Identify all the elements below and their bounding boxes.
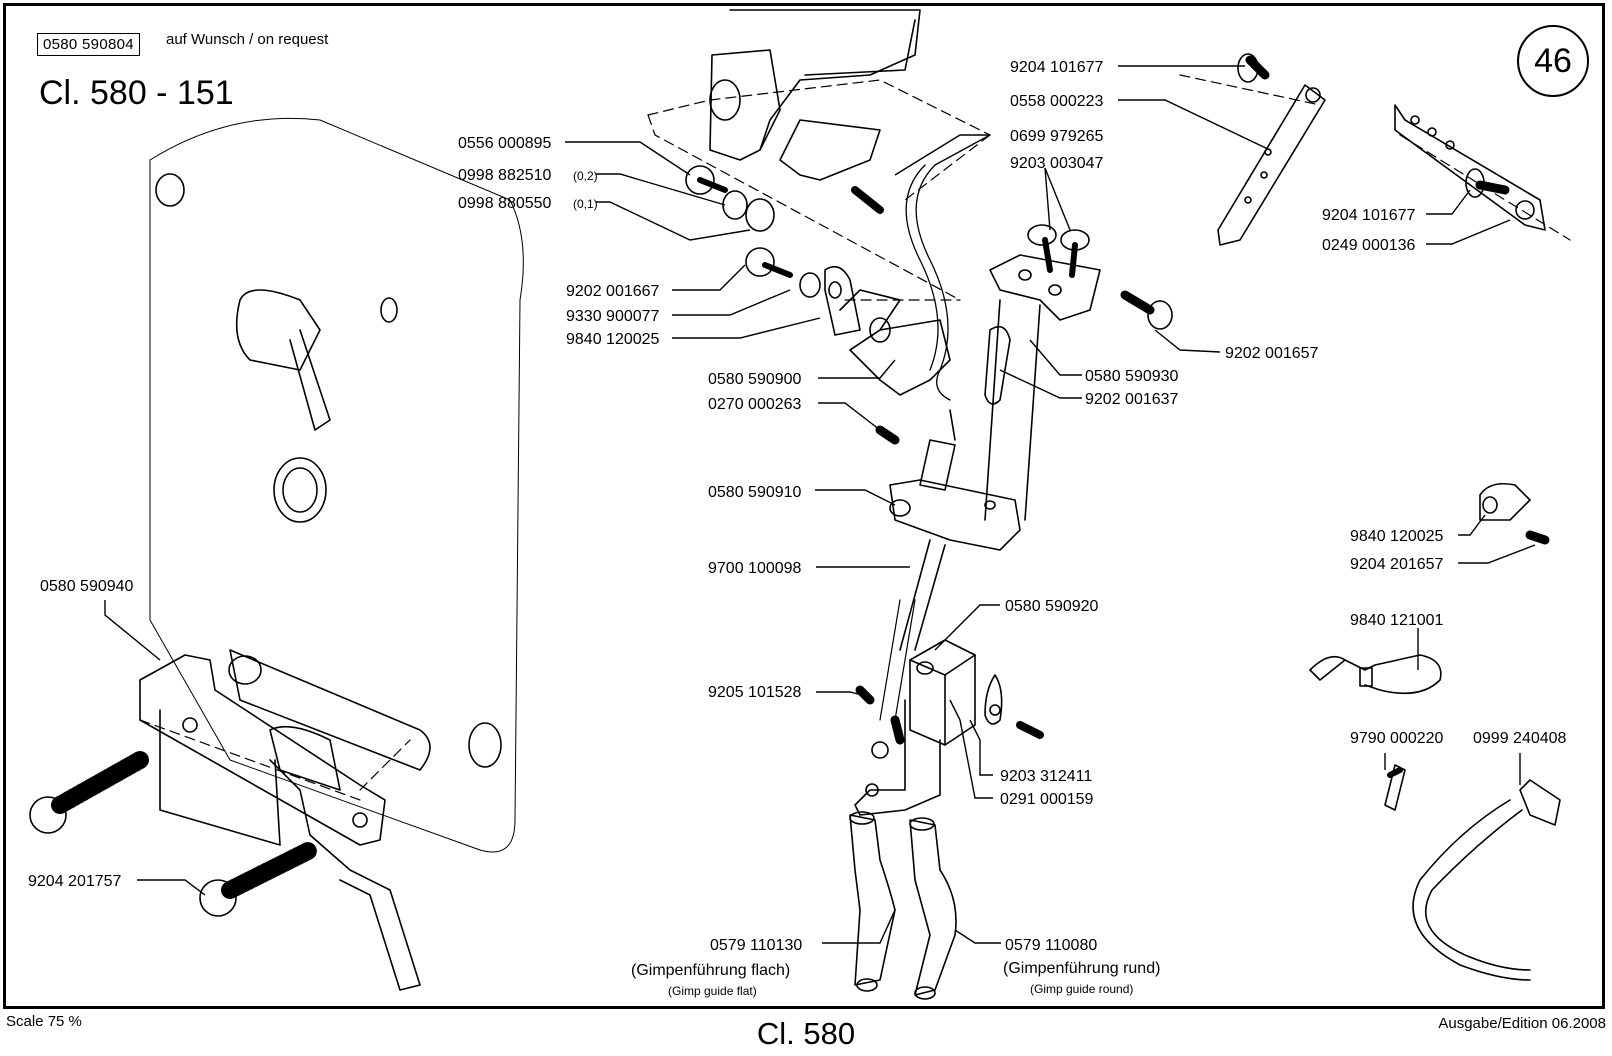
- callout-label: 9202 001637: [1085, 391, 1179, 408]
- lower-bracket: [29, 654, 421, 991]
- callout-label: 0558 000223: [1010, 93, 1104, 110]
- callout-label: 9204 101677: [1322, 207, 1416, 224]
- optional-part-code: 0580 590804: [37, 33, 140, 56]
- link-arm: [1394, 104, 1546, 231]
- callout-description-en: (Gimp guide flat): [668, 984, 757, 998]
- clamp-plate-upper: [824, 265, 861, 336]
- callout-label: 0580 590910: [708, 484, 802, 501]
- callout-description: (Gimpenführung rund): [1003, 960, 1160, 977]
- callout-label: 9840 120025: [566, 331, 660, 348]
- callout-label: 0580 590940: [40, 578, 134, 595]
- callout-label: 9204 201657: [1350, 556, 1444, 573]
- main-bracket: [779, 119, 951, 396]
- callout-label: 9203 312411: [1000, 768, 1092, 785]
- callout-label: 0580 590930: [1085, 368, 1179, 385]
- callout-label: 9202 001657: [1225, 345, 1319, 362]
- callout-label: 0699 979265: [1010, 128, 1104, 145]
- callout-label: 0579 110130: [710, 937, 802, 954]
- callout-label: 0580 590920: [1005, 598, 1099, 615]
- callout-label: 9330 900077: [566, 308, 660, 325]
- callout-label: 0249 000136: [1322, 237, 1416, 254]
- footer-model: Cl. 580: [756, 1016, 856, 1051]
- callout-label: 0579 110080: [1005, 937, 1097, 954]
- callout-label: 9840 120025: [1350, 528, 1444, 545]
- footer-edition: Ausgabe/Edition 06.2008: [1438, 1015, 1606, 1032]
- gimp-guides: [849, 811, 957, 1000]
- cable-clip: [1309, 654, 1442, 695]
- callout-labels: 9204 101677 0558 000223 0699 979265 9203…: [28, 59, 1567, 998]
- callout-label: 0998 882510: [458, 167, 552, 184]
- model-title: Cl. 580 - 151: [39, 74, 234, 112]
- hose-fitting: [1384, 764, 1561, 981]
- page-number: 46: [1517, 25, 1589, 97]
- assembly-lines: [139, 74, 1571, 801]
- callout-label: 0999 240408: [1473, 730, 1567, 747]
- callout-label: 9204 201757: [28, 873, 122, 890]
- drawing-frame: [3, 3, 1605, 1009]
- wire-harness: [905, 134, 991, 401]
- callout-label: 9203 003047: [1010, 155, 1104, 172]
- leader-lines: [104, 65, 1536, 944]
- callout-label: 9840 121001: [1350, 612, 1444, 629]
- callout-label: 0580 590900: [708, 371, 802, 388]
- callout-label: 9205 101528: [708, 684, 802, 701]
- slotted-bracket: [984, 254, 1101, 521]
- callout-note: (0,2): [573, 169, 598, 183]
- clamp-plate-lower: [1479, 482, 1550, 545]
- guide-holder: [879, 409, 1021, 721]
- guide-block: [854, 639, 1044, 816]
- callout-label: 9790 000220: [1350, 730, 1444, 747]
- callout-label: 0270 000263: [708, 396, 802, 413]
- callout-label: 0998 880550: [458, 195, 552, 212]
- callout-label: 9202 001667: [566, 283, 660, 300]
- callout-label: 9700 100098: [708, 560, 802, 577]
- callout-description-en: (Gimp guide round): [1030, 982, 1133, 996]
- machine-head: [709, 9, 921, 161]
- lever-arm: [1217, 53, 1326, 246]
- on-request-note: auf Wunsch / on request: [166, 31, 329, 48]
- screws-washers: [685, 165, 1173, 445]
- footer-scale: Scale 75 %: [6, 1013, 82, 1030]
- callout-label: 0291 000159: [1000, 791, 1094, 808]
- callout-label: 9204 101677: [1010, 59, 1104, 76]
- callout-note: (0,1): [573, 197, 598, 211]
- face-plate: [149, 117, 524, 853]
- callout-description: (Gimpenführung flach): [631, 962, 790, 979]
- callout-label: 0556 000895: [458, 135, 552, 152]
